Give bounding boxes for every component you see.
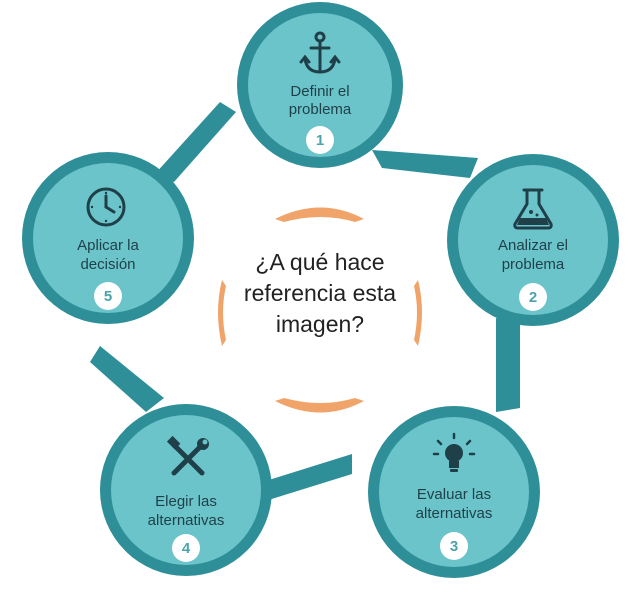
connector-1-2 [372,150,478,178]
step-5-label-line-2: decisión [80,256,135,273]
step-2-number-badge [519,283,547,311]
flask-icon [513,188,553,230]
step-3-number-badge [440,532,468,560]
step-3-label-line-1: Evaluar las [417,486,491,503]
step-5-inner-circle [33,163,183,313]
step-2: Analizar el problema 2 [447,154,619,326]
step-4-number: 4 [182,540,191,557]
center-accent [218,207,422,413]
connector-4-5 [90,346,164,412]
step-3-inner-circle [379,417,529,567]
tools-icon [166,435,209,476]
step-5: Aplicar la decisión 5 [22,152,194,324]
step-1-label-line-1: Definir el [290,83,349,100]
clock-icon [86,187,126,227]
accent-arc-right [414,280,422,346]
step-5-number: 5 [104,288,112,305]
step-4-label-line-1: Elegir las [155,493,217,510]
step-4-label-line-2: alternativas [148,512,225,529]
step-1-number: 1 [316,132,324,149]
step-2-label-line-2: problema [502,256,565,273]
center-question-line-1: ¿A qué hace [255,249,384,275]
step-1: Definir el problema 1 [237,2,403,168]
step-3-label-line-2: alternativas [416,505,493,522]
connector-3-4 [256,454,352,502]
step-3: Evaluar las alternativas 3 [368,406,540,578]
step-2-inner-circle [458,165,608,315]
step-4-inner-circle [111,415,261,565]
center-question: ¿A qué hace referencia esta imagen? [244,249,396,337]
connector-5-1 [154,102,236,182]
accent-arc-bottom [275,398,364,413]
step-5-number-badge [94,282,122,310]
step-1-number-badge [306,126,334,154]
step-3-number: 3 [450,538,458,555]
accent-arc-top [275,207,364,222]
step-2-number: 2 [529,289,537,306]
center-question-line-2: referencia esta [244,280,396,306]
anchor-icon [299,31,341,74]
step-4: Elegir las alternativas 4 [100,404,272,576]
accent-arc-left [218,280,226,346]
center-question-line-3: imagen? [276,311,364,337]
lightbulb-icon [432,432,476,472]
step-4-number-badge [172,534,200,562]
connectors [90,102,520,502]
step-2-label-line-1: Analizar el [498,237,568,254]
connector-2-3 [496,318,520,412]
step-1-inner-circle [248,13,392,157]
step-5-label-line-1: Aplicar la [77,237,139,254]
step-1-label-line-2: problema [289,101,352,118]
